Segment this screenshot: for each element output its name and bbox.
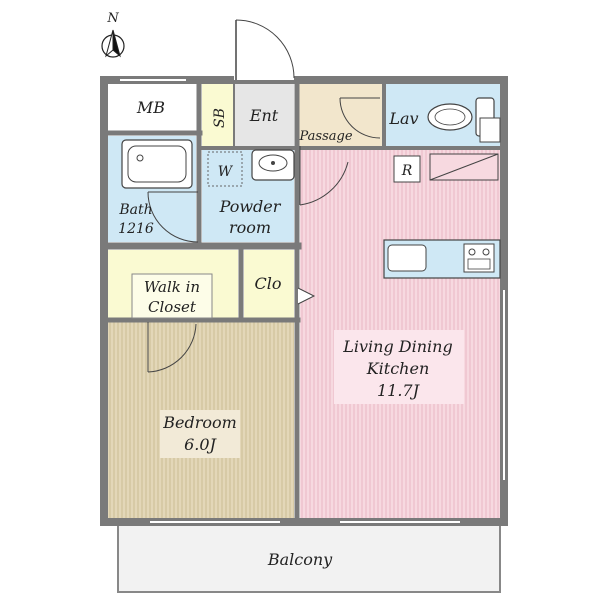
closet bbox=[244, 250, 294, 318]
interior-walls bbox=[100, 81, 502, 522]
sb-label: SB bbox=[212, 108, 228, 128]
entrance bbox=[234, 84, 294, 146]
sb-closet bbox=[202, 84, 234, 146]
ldk-label-box bbox=[334, 330, 464, 404]
lav-label: Lav bbox=[388, 109, 418, 128]
walkin-label-line1: Walk in bbox=[144, 278, 200, 296]
upper-cabinet-icon bbox=[429, 153, 499, 181]
ldk-label-line3: 11.7J bbox=[377, 381, 421, 400]
bath-label-line1: Bath bbox=[118, 202, 152, 218]
ldk-label-line1: Living Dining bbox=[342, 337, 452, 356]
passage-label: Passage bbox=[298, 129, 352, 144]
refrigerator-label: R bbox=[401, 163, 413, 179]
bedroom-label-box bbox=[160, 410, 240, 458]
washer-space-icon bbox=[207, 151, 243, 187]
door-swings bbox=[147, 97, 381, 373]
passage bbox=[298, 84, 384, 146]
walkin-label-box bbox=[131, 273, 213, 319]
bath-label-line2: 1216 bbox=[118, 221, 154, 237]
mb-room bbox=[108, 84, 196, 130]
washer-label: W bbox=[218, 164, 234, 180]
windows bbox=[120, 79, 505, 523]
toilet-icon bbox=[427, 97, 501, 143]
washbasin-icon bbox=[251, 149, 295, 181]
bedroom-label-line2: 6.0J bbox=[184, 435, 217, 454]
bedroom-label-line1: Bedroom bbox=[162, 413, 237, 432]
kitchen-counter-icon bbox=[383, 239, 501, 279]
powder-label-line2: room bbox=[229, 218, 271, 237]
powder-label-line1: Powder bbox=[219, 197, 282, 216]
mb-label: MB bbox=[136, 98, 165, 117]
bathtub-icon bbox=[121, 139, 193, 189]
ldk-label-line2: Kitchen bbox=[366, 359, 430, 378]
balcony bbox=[117, 521, 501, 593]
refrigerator-icon bbox=[393, 155, 421, 183]
closet-label: Clo bbox=[255, 274, 282, 293]
walkin-label-line2: Closet bbox=[148, 298, 197, 316]
north-compass-icon: N bbox=[101, 11, 125, 58]
north-label: N bbox=[106, 11, 119, 26]
ent-label: Ent bbox=[249, 106, 279, 125]
entrance-door-icon bbox=[234, 18, 295, 80]
balcony-label: Balcony bbox=[267, 550, 333, 569]
